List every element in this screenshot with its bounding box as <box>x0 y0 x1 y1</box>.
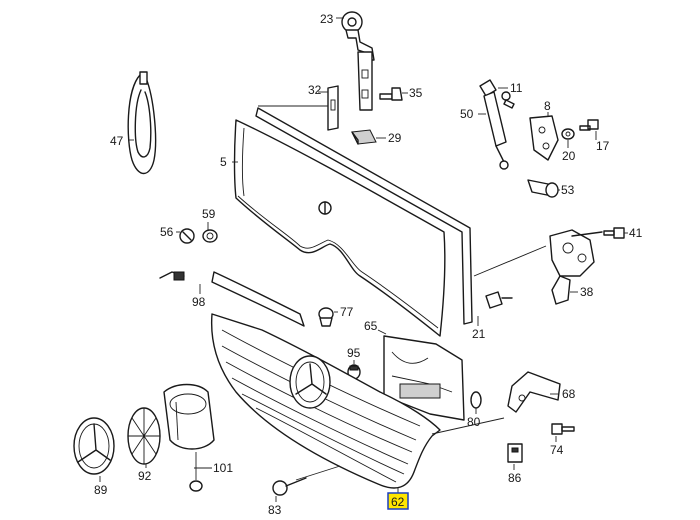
callout-21[interactable]: 21 <box>472 327 486 341</box>
part-17-bolt <box>579 119 599 140</box>
callout-20[interactable]: 20 <box>562 149 576 163</box>
highlight-62-box <box>387 492 409 510</box>
callout-95[interactable]: 95 <box>347 346 361 360</box>
part-68-bracket <box>507 371 561 413</box>
part-59-nut <box>202 222 218 243</box>
part-5-front-flap <box>232 119 446 337</box>
callout-23[interactable]: 23 <box>320 12 334 26</box>
part-23-bracket <box>336 11 375 111</box>
part-32-clip <box>318 85 339 131</box>
part-62-radiator-grille <box>210 313 441 494</box>
callout-50[interactable]: 50 <box>460 107 474 121</box>
callout-32[interactable]: 32 <box>308 83 322 97</box>
part-seal-strip <box>255 105 473 325</box>
part-77-grommet <box>318 307 338 327</box>
callout-11[interactable]: 11 <box>510 81 523 95</box>
part-41-screw <box>603 227 628 239</box>
part-38-lock <box>549 229 603 305</box>
callout-47[interactable]: 47 <box>110 134 124 148</box>
part-11-ball-stud <box>498 87 515 109</box>
callout-83[interactable]: 83 <box>268 503 282 517</box>
callout-92[interactable]: 92 <box>138 469 152 483</box>
part-89-star-emblem <box>73 417 115 482</box>
part-80-clip <box>470 391 482 414</box>
part-92-emblem-carrier <box>127 407 161 468</box>
callout-56[interactable]: 56 <box>160 225 174 239</box>
callout-35[interactable]: 35 <box>409 86 423 100</box>
part-29-block <box>351 129 386 145</box>
part-35-screw <box>379 87 408 101</box>
part-86-clip <box>507 443 523 470</box>
part-74-bolt <box>551 423 575 442</box>
callout-59[interactable]: 59 <box>202 207 216 221</box>
callout-98[interactable]: 98 <box>192 295 206 309</box>
callout-38[interactable]: 38 <box>580 285 594 299</box>
callout-77[interactable]: 77 <box>340 305 354 319</box>
leader-grille-clip <box>431 417 505 435</box>
part-50-gas-strut <box>478 79 509 170</box>
part-47-strap <box>127 71 157 175</box>
part-98-trim <box>159 271 305 327</box>
callout-62[interactable]: 62 <box>391 495 405 509</box>
callout-5[interactable]: 5 <box>220 155 227 169</box>
part-8-bracket <box>529 112 559 161</box>
callout-89[interactable]: 89 <box>94 483 108 497</box>
callout-80[interactable]: 80 <box>467 415 481 429</box>
part-20-washer <box>561 128 575 148</box>
callout-41[interactable]: 41 <box>629 226 643 240</box>
callout-29[interactable]: 29 <box>388 131 402 145</box>
leader-grille-screw <box>295 465 341 481</box>
part-101-holder <box>163 383 215 492</box>
callout-8[interactable]: 8 <box>544 99 551 113</box>
callout-86[interactable]: 86 <box>508 471 522 485</box>
part-83-screw <box>272 477 307 502</box>
callout-101[interactable]: 101 <box>213 461 233 475</box>
part-53-pin <box>527 179 560 198</box>
callout-53[interactable]: 53 <box>561 183 575 197</box>
callout-65[interactable]: 65 <box>364 319 378 333</box>
part-56-clip <box>176 228 195 244</box>
callout-74[interactable]: 74 <box>550 443 564 457</box>
part-21-cable <box>473 245 547 326</box>
callout-17[interactable]: 17 <box>596 139 610 153</box>
callout-68[interactable]: 68 <box>562 387 576 401</box>
